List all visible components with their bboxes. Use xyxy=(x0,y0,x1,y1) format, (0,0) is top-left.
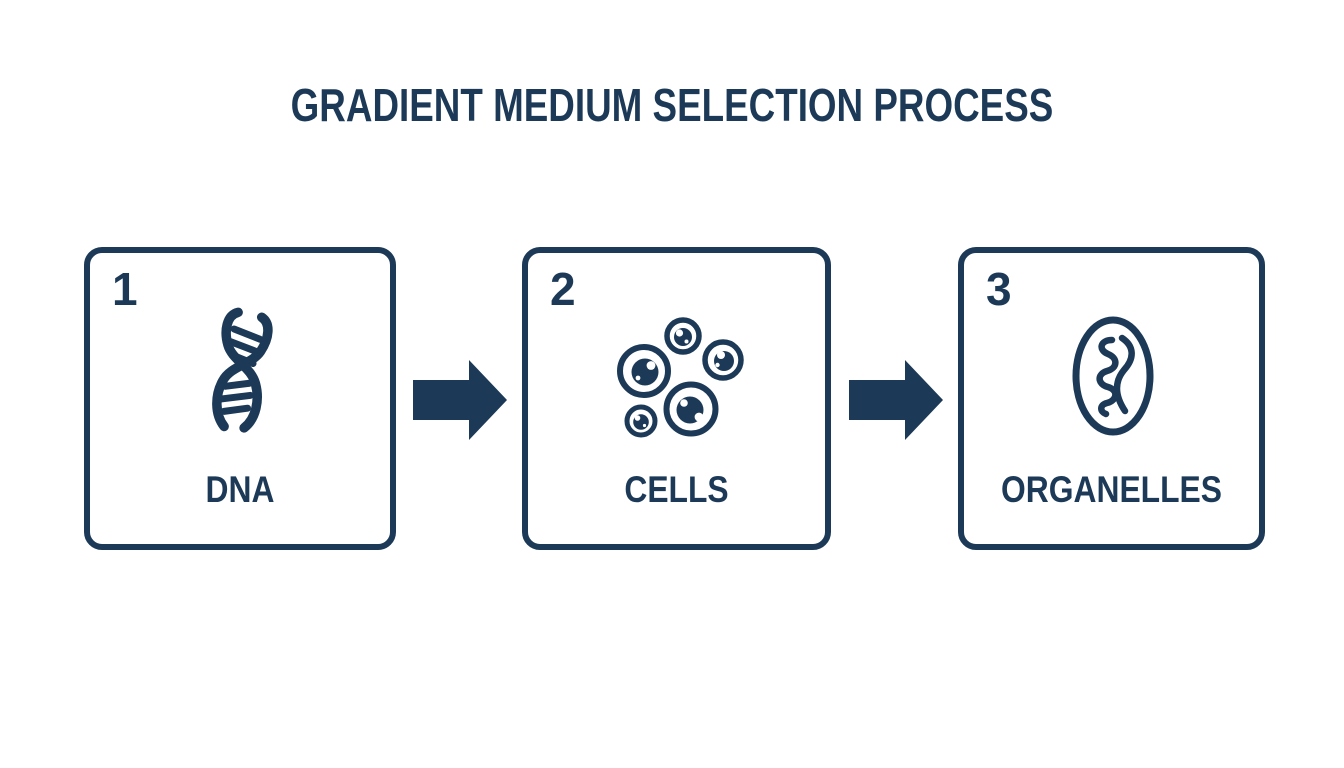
step-label-organelles: ORGANELLES xyxy=(1001,469,1222,510)
cells-cluster-icon xyxy=(616,317,744,438)
step-number-1: 1 xyxy=(112,263,138,315)
step-label-dna: DNA xyxy=(205,469,275,510)
mitochondrion-icon xyxy=(1072,316,1153,436)
arrow-right-icon xyxy=(413,360,507,440)
arrow-right-icon xyxy=(849,360,943,440)
diagram-title: GRADIENT MEDIUM SELECTION PROCESS xyxy=(290,79,1054,131)
dna-helix-icon xyxy=(212,307,273,433)
step-box-dna: 1 DNA xyxy=(84,247,396,550)
step-box-organelles: 3 ORGANELLES xyxy=(958,247,1265,550)
step-label-cells: CELLS xyxy=(624,469,729,510)
step-number-2: 2 xyxy=(550,263,576,315)
step-number-3: 3 xyxy=(986,263,1012,315)
step-box-cells: 2 CELLS xyxy=(522,247,831,550)
